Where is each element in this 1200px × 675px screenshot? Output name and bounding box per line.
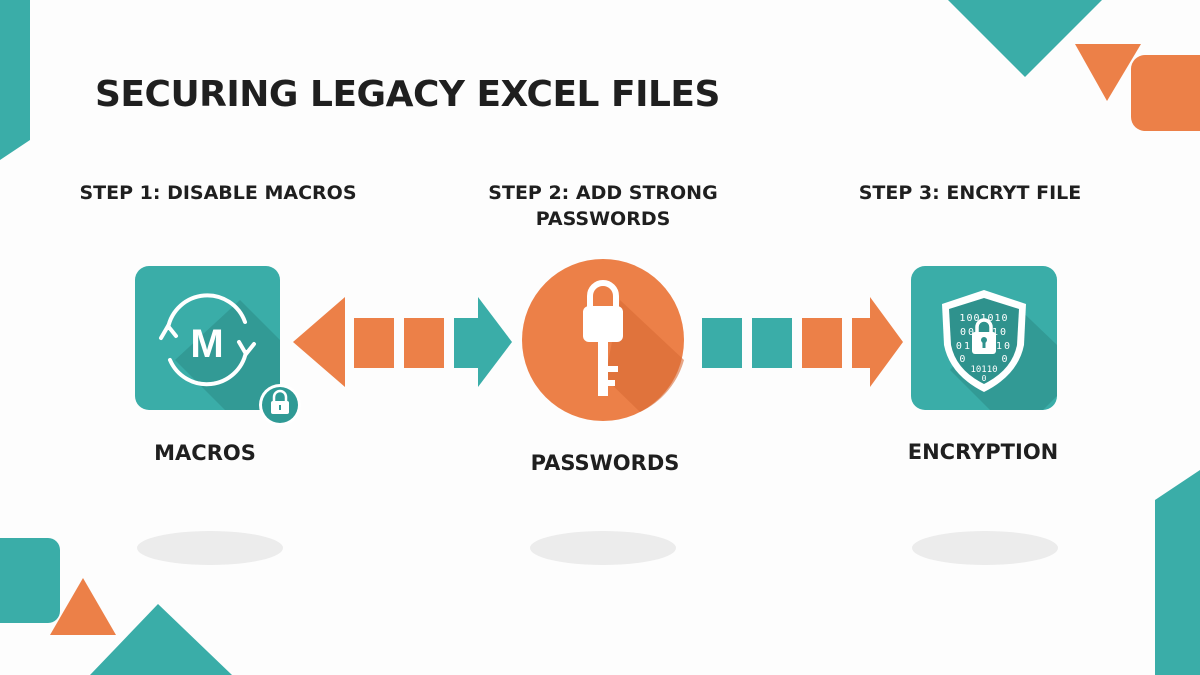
key-icon — [583, 280, 623, 396]
shadow-encryption — [912, 531, 1058, 565]
shadow-passwords — [530, 531, 676, 565]
step-3-heading: STEP 3: ENCRYT FILE — [858, 182, 1082, 204]
binary-text: 10110 — [970, 365, 997, 375]
macros-box: M — [135, 266, 280, 410]
macro-letter: M — [190, 322, 223, 366]
encryption-label: ENCRYPTION — [907, 440, 1059, 464]
connector-block — [802, 318, 842, 368]
encryption-box: 1001010 00 10 01 10 0 0 10110 0 — [911, 266, 1057, 410]
lock-badge-icon — [259, 384, 301, 426]
decor-teal-square-bottom-left — [0, 538, 60, 623]
arrow-right-head — [870, 297, 903, 387]
binary-text: 0 0 — [959, 354, 1008, 365]
connector-block — [752, 318, 792, 368]
connector-block — [702, 318, 742, 368]
passwords-label: PASSWORDS — [530, 451, 680, 475]
page-title: SECURING LEGACY EXCEL FILES — [95, 74, 720, 115]
passwords-circle — [522, 259, 684, 421]
step-2-heading: STEP 2: ADD STRONG PASSWORDS — [453, 180, 753, 232]
decor-orange-triangle-top-right — [1075, 44, 1141, 101]
step-1-heading: STEP 1: DISABLE MACROS — [79, 182, 357, 204]
binary-text: 0 — [982, 374, 987, 383]
decor-orange-triangle-bottom-left — [50, 578, 116, 635]
decor-teal-triangle-bottom-left — [90, 604, 232, 675]
shield-lock-icon: 1001010 00 10 01 10 0 0 10110 0 — [942, 290, 1026, 392]
connector-block — [404, 318, 444, 368]
arrow-right-head — [478, 297, 512, 387]
decor-teal-bottom-right — [1155, 470, 1200, 675]
step-2-heading-line1: STEP 2: ADD STRONG — [488, 182, 718, 204]
bidirectional-arrow — [293, 297, 512, 387]
step-2-heading-line2: PASSWORDS — [535, 208, 671, 230]
decor-orange-square-top-right — [1131, 55, 1200, 131]
shadow-macros — [137, 531, 283, 565]
connector-block — [354, 318, 394, 368]
forward-arrow — [702, 297, 903, 387]
macro-refresh-icon — [159, 293, 256, 387]
decor-teal-triangle-top-right — [948, 0, 1102, 77]
decor-teal-top-left — [0, 0, 30, 160]
macros-label: MACROS — [154, 441, 256, 465]
